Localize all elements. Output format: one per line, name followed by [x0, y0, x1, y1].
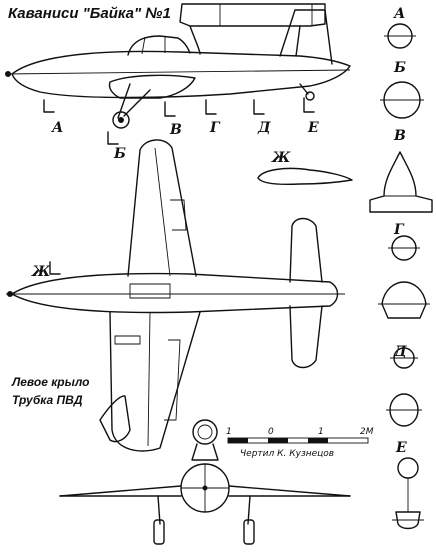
section-label-a: А: [51, 120, 63, 136]
section-label-d: Д: [257, 120, 271, 136]
side-view: А Б В Г Д Е: [5, 3, 351, 162]
cross-sections: А Б В Г Д Е: [369, 6, 433, 530]
scale-tick-1b: 1: [318, 427, 324, 437]
note-left-wing: Левое крыло: [11, 375, 90, 389]
scale-tick-0: 0: [268, 427, 274, 437]
cs-label-e: Е: [395, 440, 407, 456]
cs-label-g: Г: [393, 222, 405, 238]
section-label-g: Г: [209, 120, 221, 136]
scale-tick-1: 1: [226, 427, 232, 437]
credit: Чертил К. Кузнецов: [240, 449, 334, 459]
scale-tick-2m: 2М: [360, 427, 374, 437]
scale-bar: 1 0 1 2М Чертил К. Кузнецов: [226, 427, 374, 459]
drawing-title: Каваниси "Байка" №1: [8, 5, 171, 22]
note-pitot: Трубка ПВД: [12, 393, 83, 407]
section-label-b: Б: [113, 146, 126, 162]
front-view: [59, 419, 351, 545]
top-view: Ж: [6, 139, 345, 452]
cs-label-a: А: [393, 6, 405, 22]
airfoil-label: Ж: [271, 150, 291, 166]
airfoil-section: Ж: [257, 150, 353, 186]
cs-label-b: Б: [393, 60, 406, 76]
section-label-zh: Ж: [31, 264, 51, 280]
section-label-v: В: [169, 122, 182, 138]
cs-label-v: В: [393, 128, 406, 144]
section-label-e: Е: [307, 120, 319, 136]
